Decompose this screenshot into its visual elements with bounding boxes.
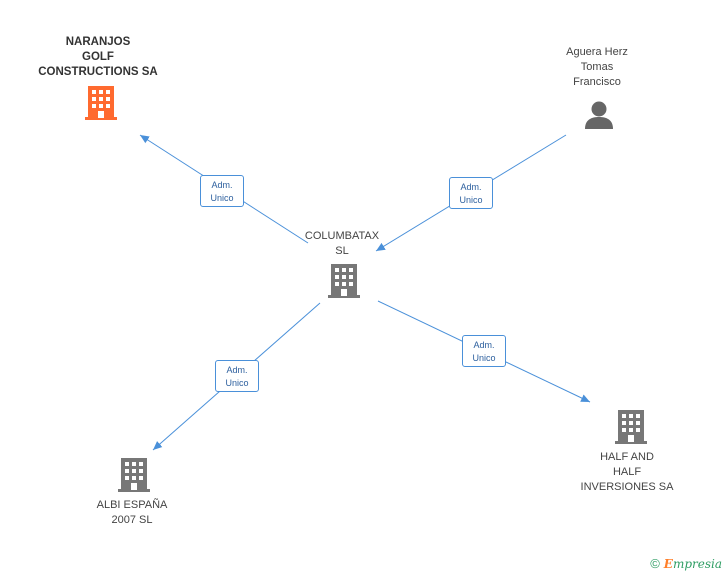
copyright-symbol: © [650, 556, 660, 571]
node-label-naranjos: NARANJOS GOLF CONSTRUCTIONS SA [38, 36, 158, 78]
building-icon[interactable] [615, 410, 647, 444]
node-label-albi: ALBI ESPAÑA 2007 SL [96, 499, 168, 526]
edge-label-columbatax-to-albi[interactable]: Adm. Unico [215, 360, 259, 392]
edge-label-aguera-to-columbatax[interactable]: Adm. Unico [449, 177, 493, 209]
edge-label-columbatax-to-naranjos[interactable]: Adm. Unico [200, 175, 244, 207]
building-icon[interactable] [85, 86, 117, 120]
building-icon[interactable] [118, 458, 150, 492]
person-icon[interactable] [584, 100, 614, 130]
node-label-columbatax: COLUMBATAX SL [304, 230, 380, 257]
building-icon[interactable] [328, 264, 360, 298]
empresia-logo[interactable]: Empresia [663, 556, 722, 571]
edge-label-columbatax-to-half[interactable]: Adm. Unico [462, 335, 506, 367]
node-label-half: HALF AND HALF INVERSIONES SA [580, 451, 674, 493]
empresia-footer: © Empresia [650, 556, 722, 571]
node-label-aguera: Aguera Herz Tomas Francisco [566, 46, 628, 88]
